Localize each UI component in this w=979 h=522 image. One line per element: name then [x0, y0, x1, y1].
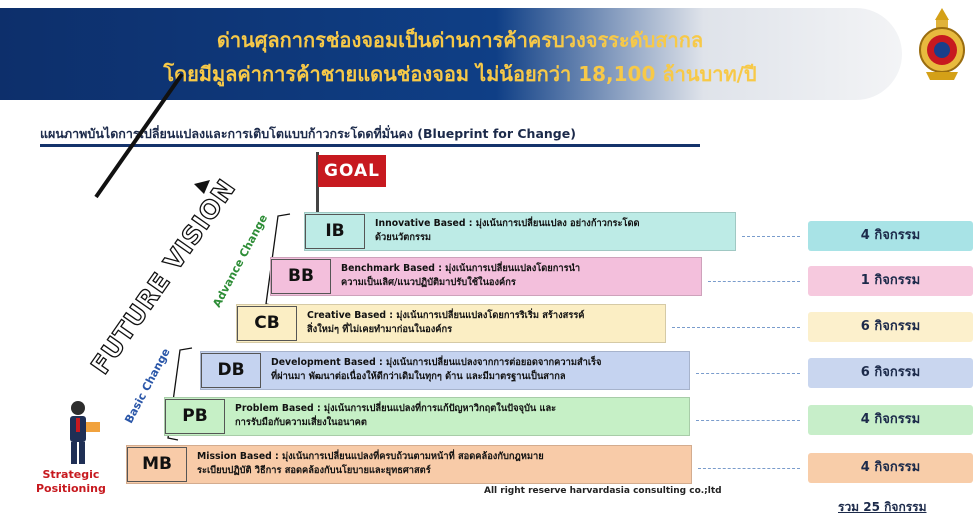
basic-bracket [167, 347, 193, 441]
total-activities: รวม 25 กิจกรรม [838, 500, 927, 514]
step-description-line-2: ที่ผ่านมา พัฒนาต่อเนื่องให้ดีกว่าเดิมในท… [271, 371, 566, 382]
connector-line [696, 373, 800, 374]
connector-line [742, 236, 800, 237]
connector-line [708, 281, 800, 282]
step-ib: IB Innovative Based : มุ่งเน้นการเปลี่ยนแ… [304, 212, 736, 251]
positioning-word: Positioning [36, 482, 106, 495]
banner-title-line-1: ด่านศุลกากรช่องจอมเป็นด่านการค้าครบวงจรร… [216, 28, 704, 52]
diagram-subtitle: แผนภาพบันไดการเปลี่ยนแปลงและการเติบโตแบบ… [40, 124, 700, 147]
connector-line [698, 468, 800, 469]
step-code-pb: PB [165, 399, 225, 434]
activity-count-db: 6 กิจกรรม [808, 358, 973, 388]
connector-line [696, 420, 800, 421]
step-description-line-2: ระเบียบปฏิบัติ วิธีการ สอดคล้องกับนโยบาย… [197, 465, 431, 476]
step-description-line-2: ความเป็นเลิศ/แนวปฏิบัติมาปรับใช้ในองค์กร [341, 277, 516, 288]
step-code-db: DB [201, 353, 261, 388]
arrow-head-icon [194, 180, 210, 194]
copyright-text: All right reserve harvardasia consulting… [484, 486, 722, 496]
step-code-cb: CB [237, 306, 297, 341]
step-description-line-1: Problem Based : มุ่งเน้นการเปลี่ยนแปลงที… [235, 403, 557, 414]
step-description-line-1: Benchmark Based : มุ่งเน้นการเปลี่ยนแปลง… [341, 263, 581, 274]
step-db: DB Development Based : มุ่งเน้นการเปลี่ยน… [200, 351, 690, 390]
activity-count-cb: 6 กิจกรรม [808, 312, 973, 342]
step-description-line-2: การรับมือกับความเสี่ยงในอนาคต [235, 417, 367, 428]
activity-count-pb: 4 กิจกรรม [808, 405, 973, 435]
banner-title-line-2: โดยมีมูลค่าการค้าชายแดนช่องจอม ไม่น้อยกว… [163, 62, 757, 86]
customs-emblem-icon [919, 8, 965, 80]
goal-flag: GOAL [318, 155, 386, 187]
step-description-line-1: Creative Based : มุ่งเน้นการเปลี่ยนแปลงโ… [307, 310, 585, 321]
step-description-line-1: Innovative Based : มุ่งเน้นการเปลี่ยนแปล… [375, 218, 640, 229]
goal-flag-pole [316, 152, 319, 214]
step-code-bb: BB [271, 259, 331, 294]
strategic-positioning-label: Strategic Positioning [36, 468, 106, 496]
step-description-line-2: สิ่งใหม่ๆ ที่ไม่เคยทำมาก่อนในองค์กร [307, 324, 453, 335]
activity-count-mb: 4 กิจกรรม [808, 453, 973, 483]
step-description-line-2: ด้วยนวัตกรรม [375, 232, 432, 243]
step-description-line-1: Mission Based : มุ่งเน้นการเปลี่ยนแปลงที… [197, 451, 544, 462]
step-code-mb: MB [127, 447, 187, 482]
activity-count-ib: 4 กิจกรรม [808, 221, 973, 251]
connector-line [672, 327, 800, 328]
strategic-word: Strategic [42, 468, 100, 481]
businessman-icon [70, 401, 100, 464]
activity-count-bb: 1 กิจกรรม [808, 266, 973, 296]
step-code-ib: IB [305, 214, 365, 249]
step-bb: BB Benchmark Based : มุ่งเน้นการเปลี่ยนแป… [270, 257, 702, 296]
header-banner: ด่านศุลกากรช่องจอมเป็นด่านการค้าครบวงจรร… [0, 8, 902, 100]
step-mb: MB Mission Based : มุ่งเน้นการเปลี่ยนแปลง… [126, 445, 692, 484]
step-cb: CB Creative Based : มุ่งเน้นการเปลี่ยนแปล… [236, 304, 666, 343]
step-description-line-1: Development Based : มุ่งเน้นการเปลี่ยนแป… [271, 357, 602, 368]
step-pb: PB Problem Based : มุ่งเน้นการเปลี่ยนแปลง… [164, 397, 690, 436]
